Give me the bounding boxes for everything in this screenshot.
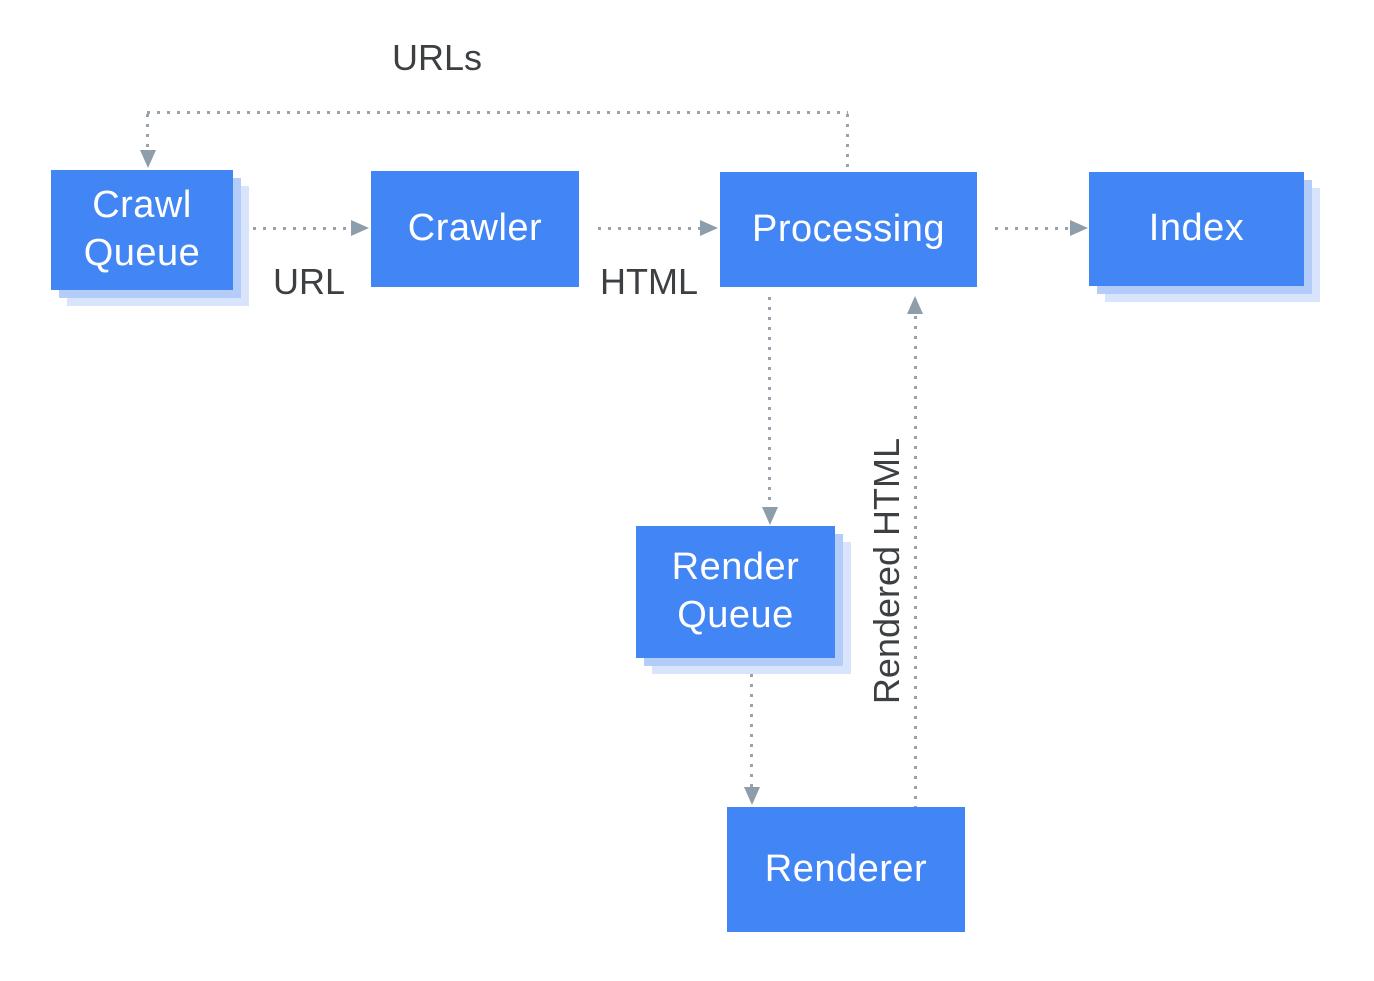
arrowhead-right-into-crawler <box>351 220 369 236</box>
node-index-label: Index <box>1148 207 1245 250</box>
edge-label-url: URL <box>272 261 346 302</box>
edge-processing-to-index-line <box>995 227 1071 230</box>
arrowhead-up-into-processing <box>907 296 923 314</box>
edge-crawler-to-processing-line <box>598 227 700 230</box>
edge-render-queue-to-renderer-line <box>750 674 753 787</box>
node-renderer: Renderer <box>727 807 965 932</box>
arrowhead-down-into-crawl-queue <box>140 150 156 168</box>
node-crawl-queue-label-line1: Crawl <box>92 184 192 227</box>
node-crawler-label: Crawler <box>407 207 543 250</box>
edge-processing-to-crawl-queue-right-stub <box>846 114 849 168</box>
node-crawler: Crawler <box>371 171 579 287</box>
arrowhead-right-into-index <box>1070 220 1088 236</box>
edge-processing-to-crawl-queue-left-stub <box>146 114 149 148</box>
node-renderer-label: Renderer <box>764 847 928 890</box>
node-render-queue-label-line1: Render <box>671 546 800 589</box>
node-processing-label: Processing <box>752 207 945 250</box>
node-crawl-queue-label-line2: Queue <box>83 232 201 274</box>
edge-crawl-queue-to-crawler-line <box>253 227 351 230</box>
node-index: Index <box>1089 172 1304 286</box>
node-render-queue: Render Queue <box>636 526 835 658</box>
edge-label-rendered-html: Rendered HTML <box>866 437 907 705</box>
edge-label-html: HTML <box>600 261 698 302</box>
node-crawl-queue: Crawl Queue <box>51 170 233 290</box>
edge-label-urls: URLs <box>391 37 483 78</box>
edge-processing-to-crawl-queue-horizontal-line <box>147 111 848 114</box>
edge-processing-to-render-queue-line <box>768 297 771 507</box>
node-processing: Processing <box>720 172 977 287</box>
arrowhead-right-into-processing <box>700 220 718 236</box>
arrowhead-down-into-renderer <box>744 787 760 805</box>
arrowhead-down-into-render-queue <box>762 507 778 525</box>
edge-renderer-to-processing-line <box>914 316 917 807</box>
node-render-queue-label-line2: Queue <box>677 594 794 636</box>
